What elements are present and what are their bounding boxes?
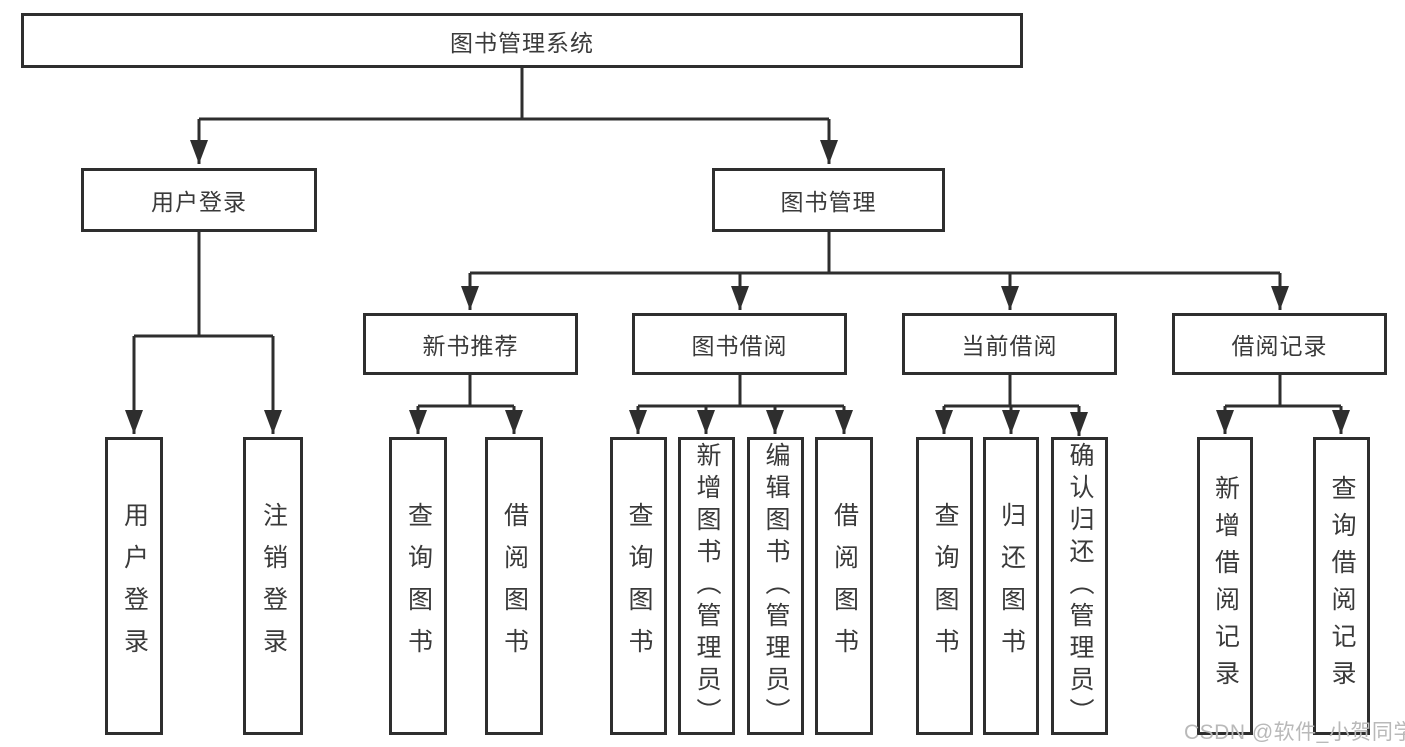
- node-book-management: 图书管理: [712, 168, 945, 232]
- leaf-records-query-record-label: 查询借阅记录: [1328, 475, 1356, 697]
- leaf-current-query-books-label: 查询图书: [931, 502, 959, 670]
- leaf-current-confirm-return-label: 确认归还（管理员）: [1066, 442, 1094, 730]
- leaf-newbook-borrow-books: 借阅图书: [485, 437, 543, 735]
- leaf-current-confirm-return: 确认归还（管理员）: [1051, 437, 1108, 735]
- connector-user-login-group: [125, 231, 282, 434]
- leaf-newbook-query-books-label: 查询图书: [404, 502, 433, 670]
- leaf-newbook-query-books: 查询图书: [389, 437, 447, 735]
- leaf-records-add-record-label: 新增借阅记录: [1211, 475, 1240, 697]
- node-borrowing-records: 借阅记录: [1172, 313, 1387, 375]
- leaf-records-query-record: 查询借阅记录: [1313, 437, 1370, 735]
- connector-book-mgmt-to-level3: [461, 231, 1289, 310]
- leaf-records-add-record: 新增借阅记录: [1197, 437, 1253, 735]
- leaf-borrowing-query-books-label: 查询图书: [625, 502, 653, 670]
- leaf-borrowing-borrow-books-label: 借阅图书: [830, 502, 859, 670]
- node-user-login-label: 用户登录: [151, 189, 247, 215]
- watermark: CSDN @软件_小贺同学: [1184, 721, 1405, 744]
- connector-current-borrow-group: [935, 374, 1088, 436]
- leaf-current-return-books: 归还图书: [983, 437, 1039, 735]
- leaf-user-login-label: 用户登录: [120, 502, 149, 670]
- node-current-borrowing-label: 当前借阅: [961, 333, 1058, 359]
- node-current-borrowing: 当前借阅: [902, 313, 1117, 375]
- node-book-borrowing-label: 图书借阅: [691, 333, 788, 359]
- node-root: 图书管理系统: [21, 13, 1023, 68]
- leaf-user-login: 用户登录: [105, 437, 163, 735]
- leaf-current-query-books: 查询图书: [916, 437, 973, 735]
- leaf-borrowing-edit-books: 编辑图书（管理员）: [747, 437, 804, 735]
- node-book-borrowing: 图书借阅: [632, 313, 847, 375]
- connector-records-group: [1216, 374, 1350, 434]
- leaf-borrowing-add-books: 新增图书（管理员）: [678, 437, 735, 735]
- node-borrowing-records-label: 借阅记录: [1231, 333, 1328, 359]
- leaf-logout: 注销登录: [243, 437, 303, 735]
- node-user-login: 用户登录: [81, 168, 317, 232]
- leaf-borrowing-edit-books-label: 编辑图书（管理员）: [762, 442, 790, 730]
- leaf-current-return-books-label: 归还图书: [997, 502, 1026, 670]
- node-book-management-label: 图书管理: [780, 189, 877, 215]
- connector-root-to-level2: [190, 67, 838, 164]
- leaf-borrowing-add-books-label: 新增图书（管理员）: [693, 442, 721, 730]
- node-new-book-recommend-label: 新书推荐: [422, 333, 519, 359]
- leaf-logout-label: 注销登录: [259, 502, 288, 670]
- leaf-newbook-borrow-books-label: 借阅图书: [500, 502, 529, 670]
- leaf-borrowing-query-books: 查询图书: [610, 437, 667, 735]
- node-root-label: 图书管理系统: [450, 29, 594, 56]
- connector-new-book-group: [409, 374, 523, 434]
- connector-book-borrow-group: [629, 374, 853, 434]
- leaf-borrowing-borrow-books: 借阅图书: [815, 437, 873, 735]
- node-new-book-recommend: 新书推荐: [363, 313, 578, 375]
